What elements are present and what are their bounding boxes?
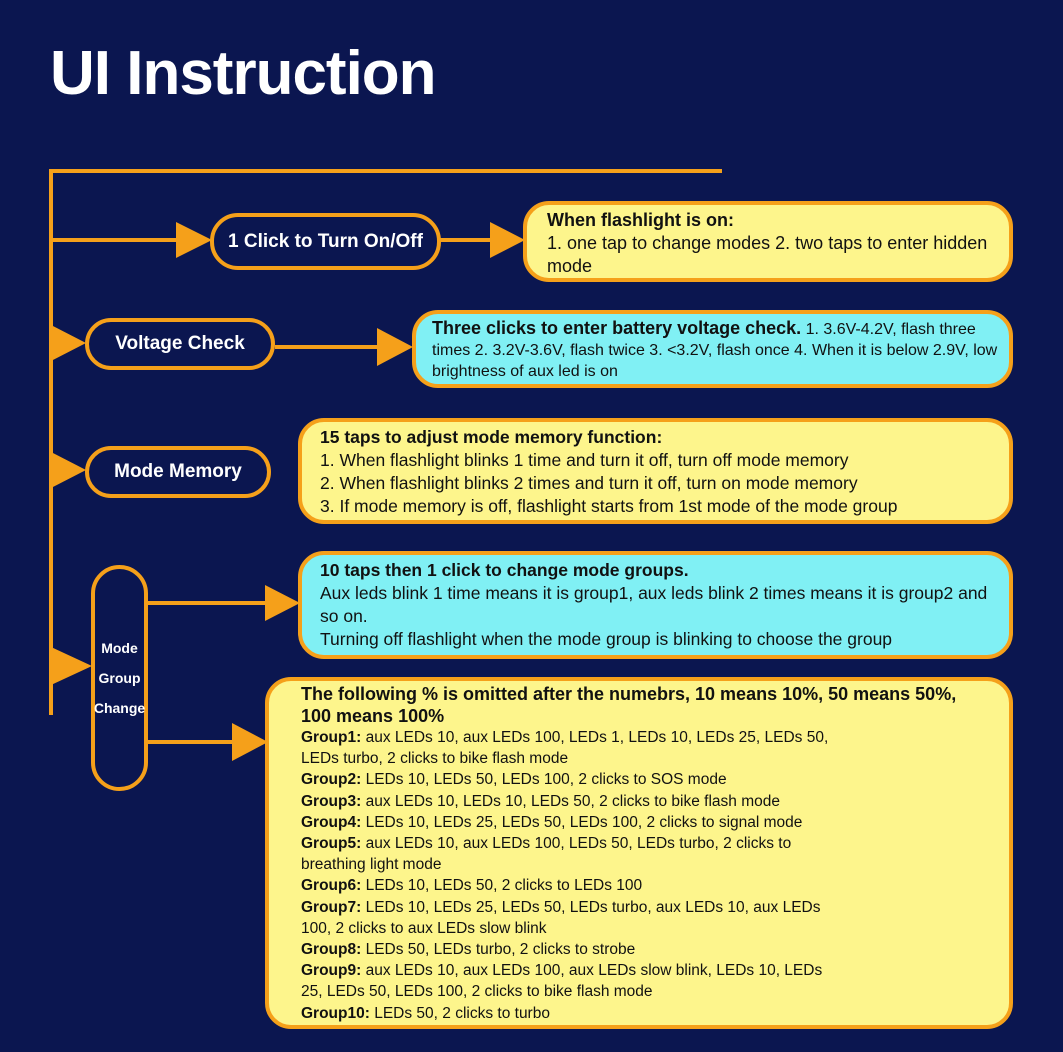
group-label: Group7: xyxy=(301,898,362,916)
group-text: LEDs 10, LEDs 25, LEDs 50, LEDs turbo, a… xyxy=(301,898,821,937)
group-item: Group3: aux LEDs 10, LEDs 10, LEDs 50, 2… xyxy=(301,791,839,812)
group-text: LEDs 50, LEDs turbo, 2 clicks to strobe xyxy=(365,941,636,959)
group-item: Group5: aux LEDs 10, aux LEDs 100, LEDs … xyxy=(301,833,839,875)
group-item: Group6: LEDs 10, LEDs 50, 2 clicks to LE… xyxy=(301,875,839,896)
box-mode-groups: The following % is omitted after the num… xyxy=(265,677,1013,1029)
group-label: Group6: xyxy=(301,877,362,895)
group-text: LEDs 10, LEDs 50, LEDs 100, 2 clicks to … xyxy=(365,771,727,789)
arrow-memory xyxy=(51,452,86,488)
box-heading: When flashlight is on: xyxy=(547,210,734,230)
group-item: Group10: LEDs 50, 2 clicks to turbo xyxy=(301,1003,839,1024)
arrow-voltage xyxy=(51,325,86,361)
group-item: Group9: aux LEDs 10, aux LEDs 100, aux L… xyxy=(301,960,839,1002)
box-voltage-check: Three clicks to enter battery voltage ch… xyxy=(412,310,1013,388)
group-text: LEDs 10, LEDs 25, LEDs 50, LEDs 100, 2 c… xyxy=(365,813,803,831)
arrow-voltage-box xyxy=(377,328,413,366)
box-text: 1. 3.6V-4.2V, flash three times 2. 3.2V-… xyxy=(432,321,998,380)
node-voltage-check: Voltage Check xyxy=(85,318,275,370)
arrow-group-box2 xyxy=(232,723,268,761)
group-label: Group2: xyxy=(301,771,362,789)
box-line: Aux leds blink 1 time means it is group1… xyxy=(320,583,988,626)
group-label: Group10: xyxy=(301,1004,370,1022)
box-flashlight-on: When flashlight is on: 1. one tap to cha… xyxy=(523,201,1013,282)
box-text: 1. one tap to change modes 2. two taps t… xyxy=(547,233,988,276)
group-item: Group4: LEDs 10, LEDs 25, LEDs 50, LEDs … xyxy=(301,812,839,833)
node-label: Group xyxy=(98,670,141,686)
node-label: Mode Memory xyxy=(114,461,242,482)
page-title: UI Instruction xyxy=(50,39,437,108)
group-text: aux LEDs 10, LEDs 10, LEDs 50, 2 clicks … xyxy=(365,792,780,810)
arrow-group xyxy=(51,647,92,685)
group-item: Group7: LEDs 10, LEDs 25, LEDs 50, LEDs … xyxy=(301,897,839,939)
group-text: aux LEDs 10, aux LEDs 100, LEDs 50, LEDs… xyxy=(301,835,792,874)
node-label: 1 Click to Turn On/Off xyxy=(228,230,423,252)
box-line: 3. If mode memory is off, flashlight sta… xyxy=(320,496,898,516)
node-label: Change xyxy=(93,700,146,716)
box-mode-group-change: 10 taps then 1 click to change mode grou… xyxy=(298,551,1013,659)
group-text: LEDs 50, 2 clicks to turbo xyxy=(374,1004,550,1022)
node-mode-memory: Mode Memory xyxy=(85,446,271,498)
box-line: Turning off flashlight when the mode gro… xyxy=(320,629,893,649)
group-label: Group3: xyxy=(301,792,362,810)
group-label: Group4: xyxy=(301,813,362,831)
arrow-click xyxy=(176,222,212,258)
group-label: Group9: xyxy=(301,962,362,980)
box-heading: 15 taps to adjust mode memory function: xyxy=(320,427,663,447)
group-label: Group5: xyxy=(301,835,362,853)
group-item: Group1: aux LEDs 10, aux LEDs 100, LEDs … xyxy=(301,727,839,769)
box-mode-memory: 15 taps to adjust mode memory function: … xyxy=(298,418,1013,524)
box-heading: 10 taps then 1 click to change mode grou… xyxy=(320,560,689,580)
node-label: Mode xyxy=(101,640,138,656)
group-text: aux LEDs 10, aux LEDs 100, LEDs 1, LEDs … xyxy=(301,729,829,768)
box-heading: Three clicks to enter battery voltage ch… xyxy=(432,318,802,338)
node-click-on-off: 1 Click to Turn On/Off xyxy=(210,213,441,270)
arrow-group-box1 xyxy=(265,585,300,621)
group-item: Group8: LEDs 50, LEDs turbo, 2 clicks to… xyxy=(301,939,839,960)
arrow-click-box xyxy=(490,222,525,258)
group-item: Group2: LEDs 10, LEDs 50, LEDs 100, 2 cl… xyxy=(301,769,839,790)
node-label: Voltage Check xyxy=(115,333,245,354)
group-list: Group1: aux LEDs 10, aux LEDs 100, LEDs … xyxy=(301,727,839,1024)
box-heading: The following % is omitted after the num… xyxy=(301,684,957,726)
box-line: 1. When flashlight blinks 1 time and tur… xyxy=(320,450,849,470)
box-line: 2. When flashlight blinks 2 times and tu… xyxy=(320,473,858,493)
group-text: LEDs 10, LEDs 50, 2 clicks to LEDs 100 xyxy=(365,877,643,895)
group-text: aux LEDs 10, aux LEDs 100, aux LEDs slow… xyxy=(301,962,823,1001)
group-label: Group8: xyxy=(301,941,362,959)
group-label: Group1: xyxy=(301,729,362,746)
node-mode-group-change: Mode Group Change xyxy=(91,565,148,791)
